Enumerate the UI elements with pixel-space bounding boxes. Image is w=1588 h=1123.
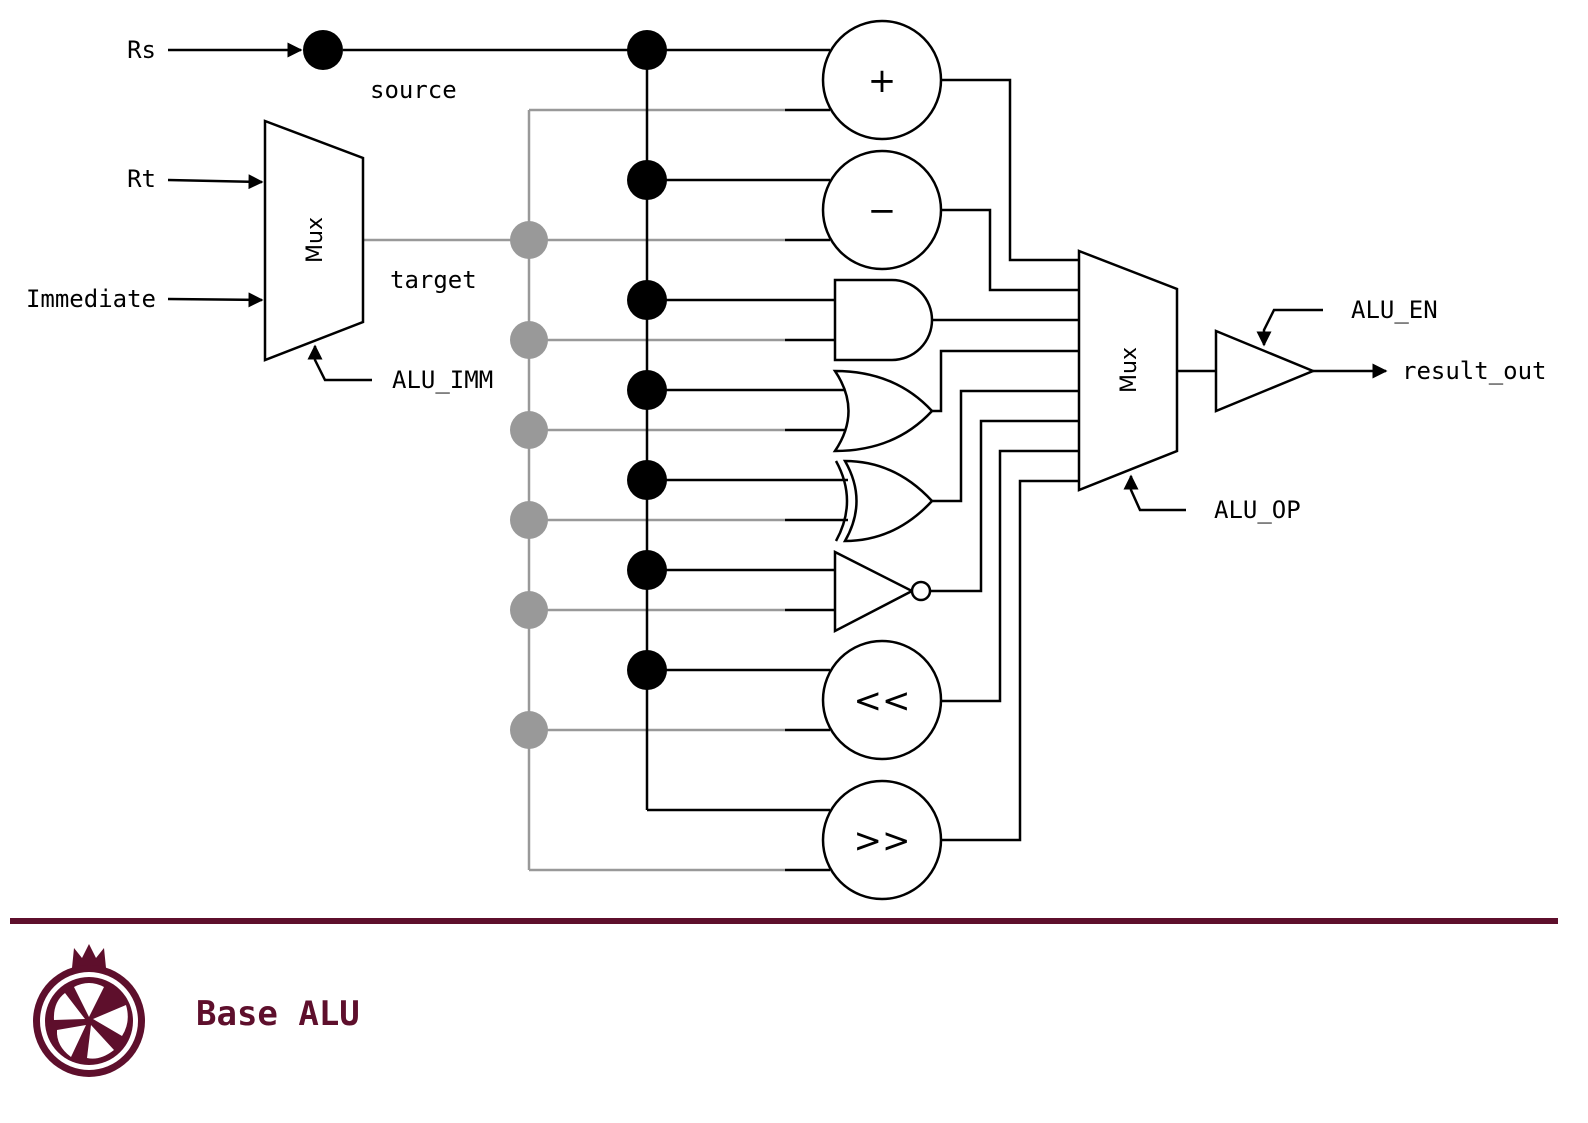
- target-junction: [510, 501, 548, 539]
- target-bus: [363, 108, 785, 872]
- alu-op-wire: [1123, 474, 1186, 512]
- shift-right-symbol: >>: [854, 821, 911, 861]
- xor-gate: [842, 459, 934, 543]
- source-bus: [303, 30, 848, 812]
- not-gate: [833, 549, 915, 634]
- source-junction: [627, 550, 667, 590]
- source-junction: [627, 160, 667, 200]
- rs-label: Rs: [127, 36, 156, 64]
- rt-wire: [167, 174, 264, 190]
- target-label: target: [390, 266, 477, 294]
- source-junction: [303, 30, 343, 70]
- source-junction: [627, 30, 667, 70]
- diagram-title: Base ALU: [196, 994, 360, 1034]
- not-gate-bubble: [910, 580, 932, 602]
- immediate-label: Immediate: [26, 285, 156, 313]
- shift-left-symbol: <<: [854, 681, 911, 721]
- target-junction: [510, 711, 548, 749]
- output-mux: [1077, 249, 1179, 492]
- target-junction: [510, 591, 548, 629]
- alu-schematic: Rs Rt Immediate Mux ALU_IMM source targe…: [26, 19, 1547, 901]
- alu-en-label: ALU_EN: [1351, 296, 1438, 324]
- source-junction: [627, 280, 667, 320]
- footer-divider: [10, 918, 1558, 924]
- input-mux: [263, 119, 365, 362]
- rt-label: Rt: [127, 165, 156, 193]
- source-junction: [627, 370, 667, 410]
- alu-en-wire: [1256, 308, 1323, 347]
- alu-op-label: ALU_OP: [1214, 496, 1301, 524]
- source-junction: [627, 650, 667, 690]
- output-mux-label: Mux: [1117, 347, 1142, 393]
- target-junction: [510, 221, 548, 259]
- or-gate: [832, 369, 934, 453]
- enable-buffer: [1214, 329, 1317, 413]
- source-junction: [627, 460, 667, 500]
- xor-gate-back-curve: [834, 460, 849, 542]
- input-mux-label: Mux: [303, 217, 328, 263]
- source-label: source: [370, 76, 457, 104]
- target-junction: [510, 321, 548, 359]
- subtractor-symbol: −: [868, 191, 897, 231]
- pomegranate-logo: [33, 944, 145, 1077]
- target-junction: [510, 411, 548, 449]
- result-label: result_out: [1402, 357, 1547, 385]
- alu-imm-wire: [307, 344, 372, 382]
- immediate-wire: [167, 292, 264, 308]
- alu-imm-label: ALU_IMM: [392, 366, 493, 394]
- adder-symbol: +: [868, 61, 897, 101]
- unit-output-wires: [930, 78, 1079, 842]
- and-gate: [833, 278, 934, 362]
